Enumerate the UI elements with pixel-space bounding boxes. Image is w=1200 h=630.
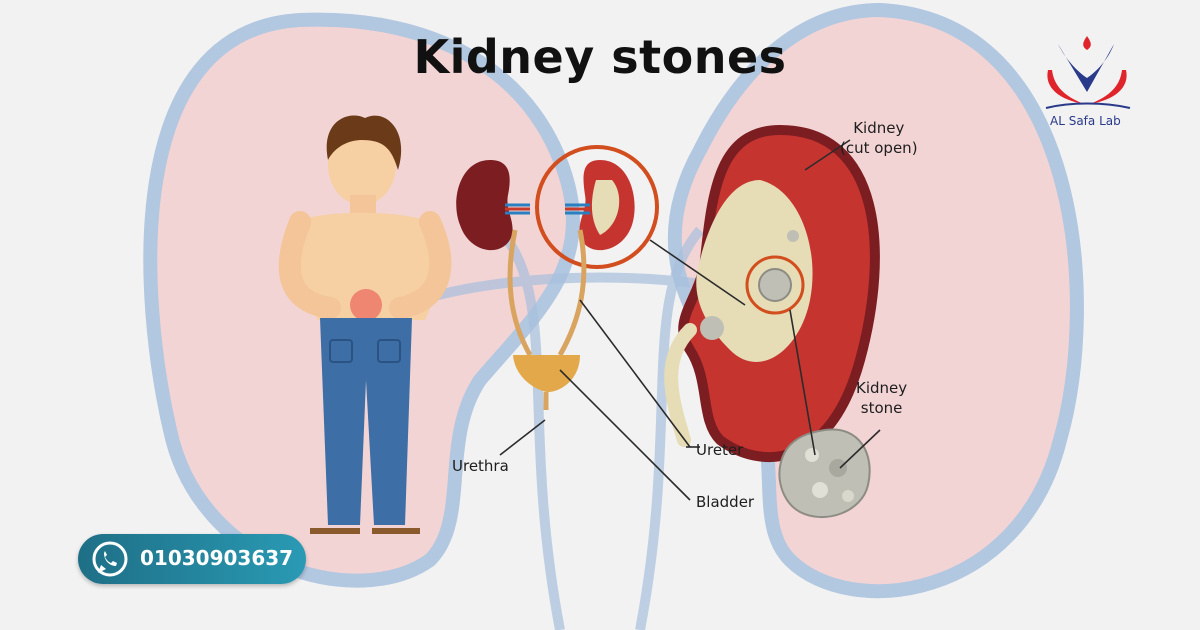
whatsapp-icon	[92, 541, 128, 577]
label-kidney-cut-open: Kidney (cut open)	[840, 119, 918, 157]
jeans	[320, 318, 412, 525]
torso	[296, 212, 440, 320]
right-arm	[389, 211, 452, 319]
label-ureter: Ureter	[696, 441, 744, 459]
kidney-cut-open	[664, 124, 880, 462]
leader-lines	[499, 139, 881, 501]
bladder	[513, 355, 580, 392]
kidney-stone-large	[778, 428, 871, 519]
shoes	[310, 528, 420, 534]
brand-name: AL Safa Lab	[1050, 114, 1121, 128]
zoom-ring-stone	[745, 255, 805, 315]
zoom-ring-small-kidney	[535, 145, 659, 269]
ureter-tubes	[507, 229, 587, 357]
label-bladder: Bladder	[696, 493, 755, 511]
urinary-system	[456, 145, 659, 410]
al-safa-lab-logo	[1045, 36, 1131, 109]
hair	[326, 115, 402, 170]
pain-spot	[350, 289, 382, 321]
left-arm	[278, 211, 341, 319]
label-urethra: Urethra	[452, 457, 509, 475]
head	[328, 125, 396, 205]
phone-number: 01030903637	[140, 546, 294, 570]
whatsapp-contact-button[interactable]: 01030903637	[78, 534, 306, 584]
person-back-pain	[278, 115, 452, 534]
ureter-large	[664, 323, 697, 447]
label-kidney-stone: Kidney stone	[856, 379, 908, 417]
page-title: Kidney stones	[413, 30, 787, 84]
small-kidney-left	[456, 160, 513, 251]
stone-small	[700, 316, 724, 340]
stone-in-kidney	[758, 268, 792, 302]
renal-pelvis	[696, 180, 813, 362]
